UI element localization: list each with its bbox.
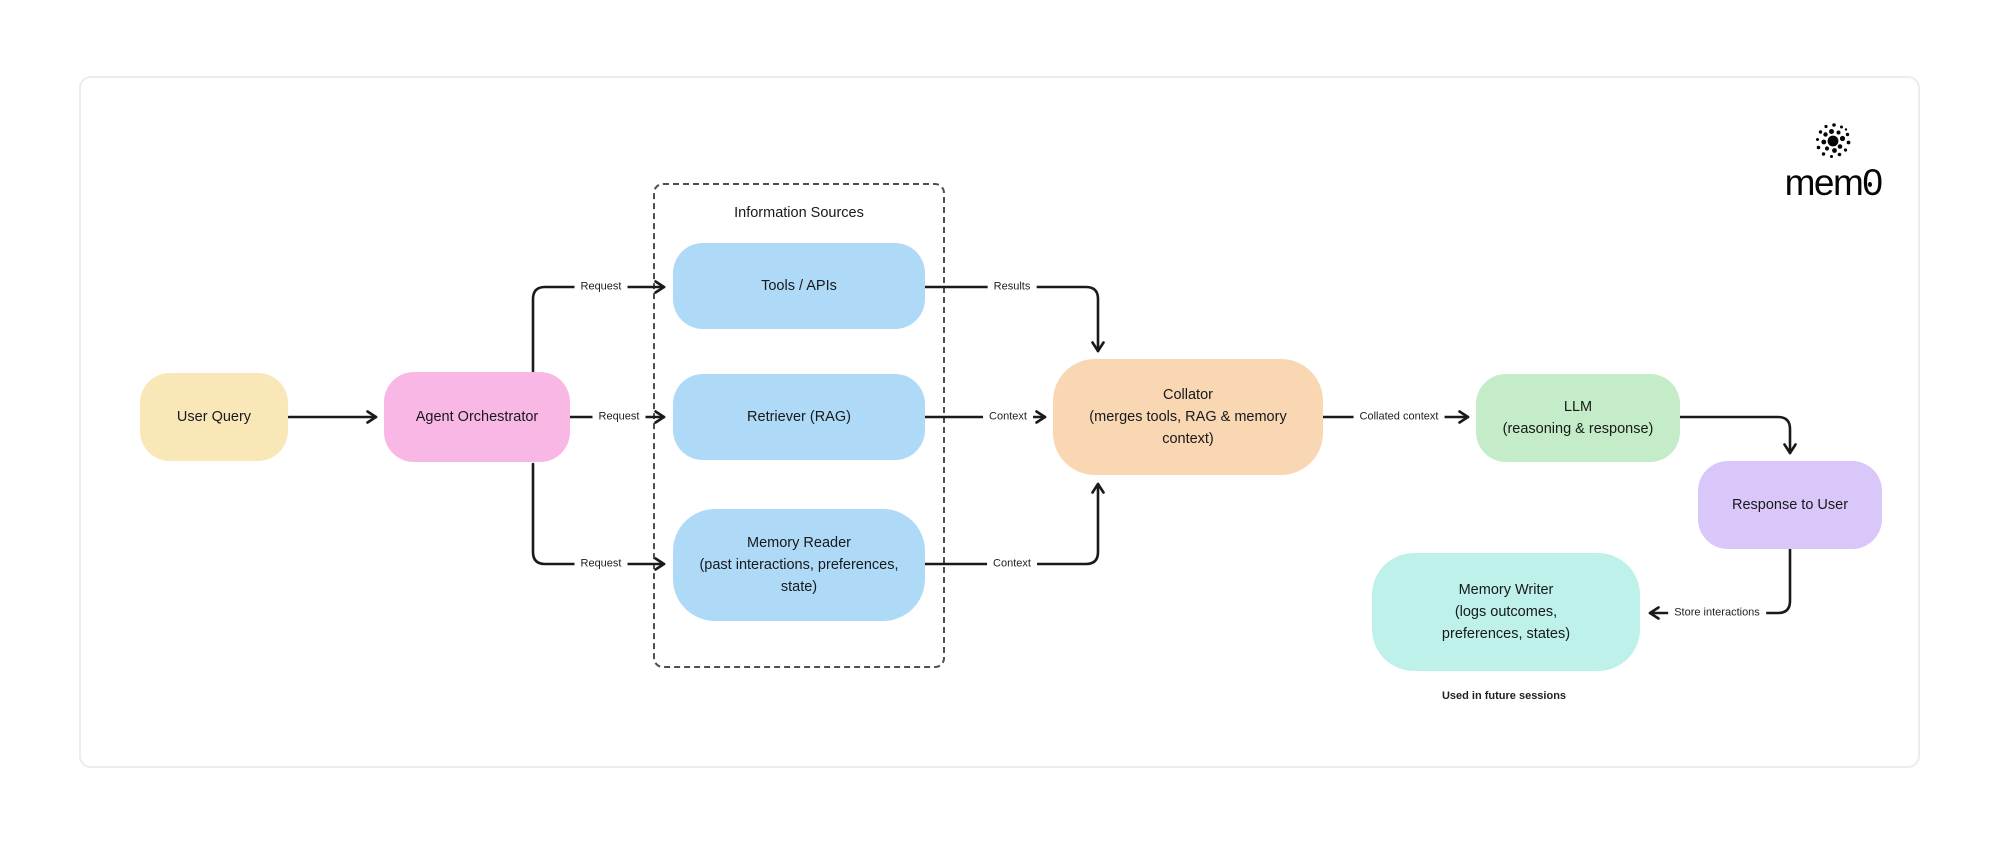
edge-orchestrator-memreader [531, 462, 666, 571]
llm-line: (reasoning & response) [1502, 421, 1654, 437]
information-sources-title: Information Sources [734, 205, 864, 221]
zero-dot-icon [1868, 182, 1873, 187]
node-agent-orchestrator: Agent Orchestrator [384, 372, 570, 462]
memory-writer-line: (logs outcomes, [1454, 604, 1558, 620]
node-user-query: User Query [140, 373, 288, 461]
store-label-line: interactions [1703, 606, 1760, 619]
edge-llm-response [1678, 415, 1797, 455]
store-label-line: Store [1674, 606, 1701, 619]
memory-writer-line: preferences, states) [1441, 626, 1571, 642]
edge-label-request-bottom: Request [574, 556, 628, 572]
edge-label-context-mid: Context [983, 409, 1033, 425]
edge-label-results: Results [987, 279, 1037, 295]
node-response-to-user: Response to User [1698, 461, 1882, 549]
future-sessions-note: Used in future sessions [1441, 690, 1567, 702]
node-llm: LLM (reasoning & response) [1476, 374, 1680, 462]
edge-label-store-interactions: Store interactions [1668, 605, 1766, 621]
mem0-wordmark: mem0 [1785, 164, 1883, 201]
node-tools-apis: Tools / APIs [673, 243, 925, 329]
node-collator: Collator (merges tools, RAG & memory con… [1053, 359, 1323, 475]
edge-label-request-mid: Request [592, 409, 646, 425]
node-retriever-rag: Retriever (RAG) [673, 374, 925, 460]
memory-reader-line: state) [780, 579, 818, 595]
collator-line: (merges tools, RAG & memory [1089, 409, 1287, 425]
memory-reader-line: (past interactions, preferences, [699, 557, 899, 573]
edge-memreader-collator [923, 482, 1105, 566]
edge-label-context-bottom: Context [987, 556, 1037, 572]
mem0-dots-icon [1816, 123, 1851, 158]
collator-line: context) [1162, 431, 1214, 447]
edge-response-memwriter [1648, 547, 1792, 620]
node-memory-reader: Memory Reader (past interactions, prefer… [673, 509, 925, 621]
edge-label-request-top: Request [574, 279, 628, 295]
mem0-logo: mem0 [1768, 120, 1898, 201]
node-memory-writer: Memory Writer (logs outcomes, preference… [1372, 553, 1640, 671]
mem0-text: mem0 [1784, 162, 1883, 203]
memory-writer-line: Memory Writer [1458, 582, 1554, 598]
llm-line: LLM [1563, 399, 1593, 415]
edge-label-collated-context: Collated context [1353, 409, 1445, 425]
memory-reader-line: Memory Reader [747, 535, 851, 551]
edge-tools-collator [923, 285, 1105, 353]
collator-line: Collator [1163, 387, 1213, 403]
information-sources-group [653, 183, 945, 668]
edge-orchestrator-tools [531, 280, 666, 373]
